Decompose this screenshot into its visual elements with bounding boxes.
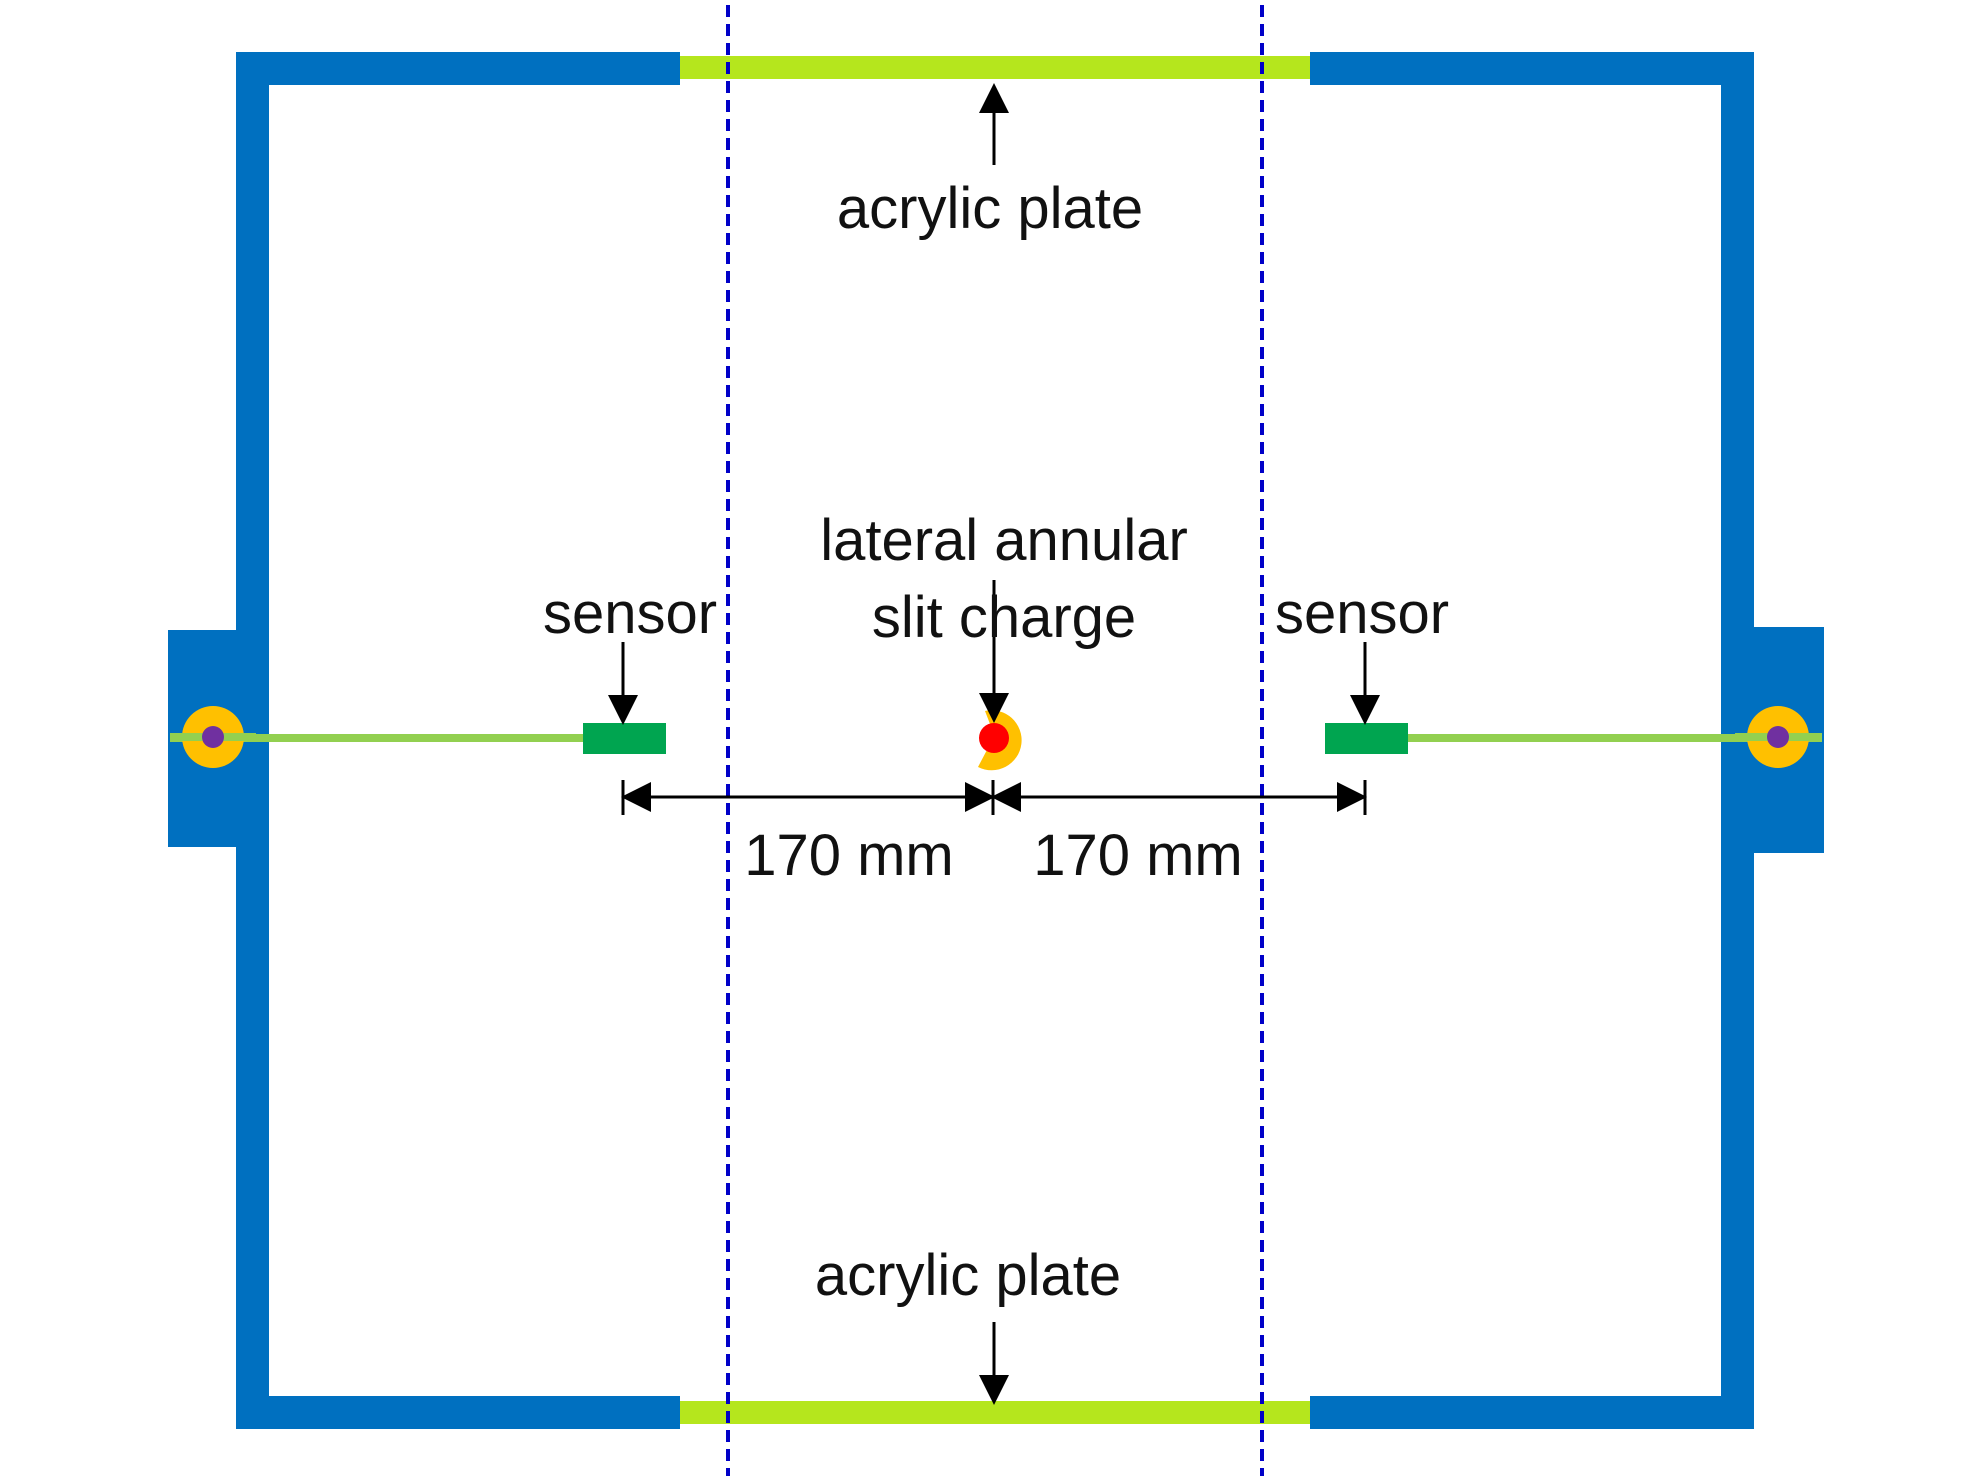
acrylic-plate-bottom-label: acrylic plate	[815, 1243, 1121, 1308]
frame-top-right-wall	[1310, 52, 1754, 85]
sensor-left-label: sensor	[543, 581, 717, 646]
distance-left-label: 170 mm	[744, 823, 954, 888]
anchor-left	[170, 706, 256, 768]
sensor-right-label: sensor	[1275, 581, 1449, 646]
label-bg-distance-left	[730, 803, 954, 898]
label-bg-sensor-left	[493, 555, 713, 635]
distance-right-label: 170 mm	[1033, 823, 1243, 888]
sensor-right-block	[1325, 723, 1408, 754]
frame-top-left-wall	[236, 52, 680, 85]
sensor-left-block	[583, 723, 666, 754]
label-bg-sensor-right	[1265, 556, 1493, 636]
charge-marker	[978, 710, 1022, 771]
acrylic-plate-top	[680, 56, 1310, 79]
frame-bottom-right-wall	[1310, 1396, 1754, 1429]
anchor-right	[1735, 706, 1822, 768]
acrylic-plate-top-label: acrylic plate	[837, 176, 1143, 241]
dimension-right	[991, 780, 1367, 815]
charge-label-line2: slit charge	[872, 585, 1136, 650]
label-bg-distance-right	[1025, 803, 1255, 898]
acrylic-plate-bottom	[680, 1401, 1310, 1424]
label-bg-acrylic-top	[795, 170, 1193, 262]
charge-label-line1: lateral annular	[820, 508, 1188, 573]
label-bg-acrylic-bottom	[775, 1212, 1185, 1315]
frame-bottom-left-wall	[236, 1396, 680, 1429]
